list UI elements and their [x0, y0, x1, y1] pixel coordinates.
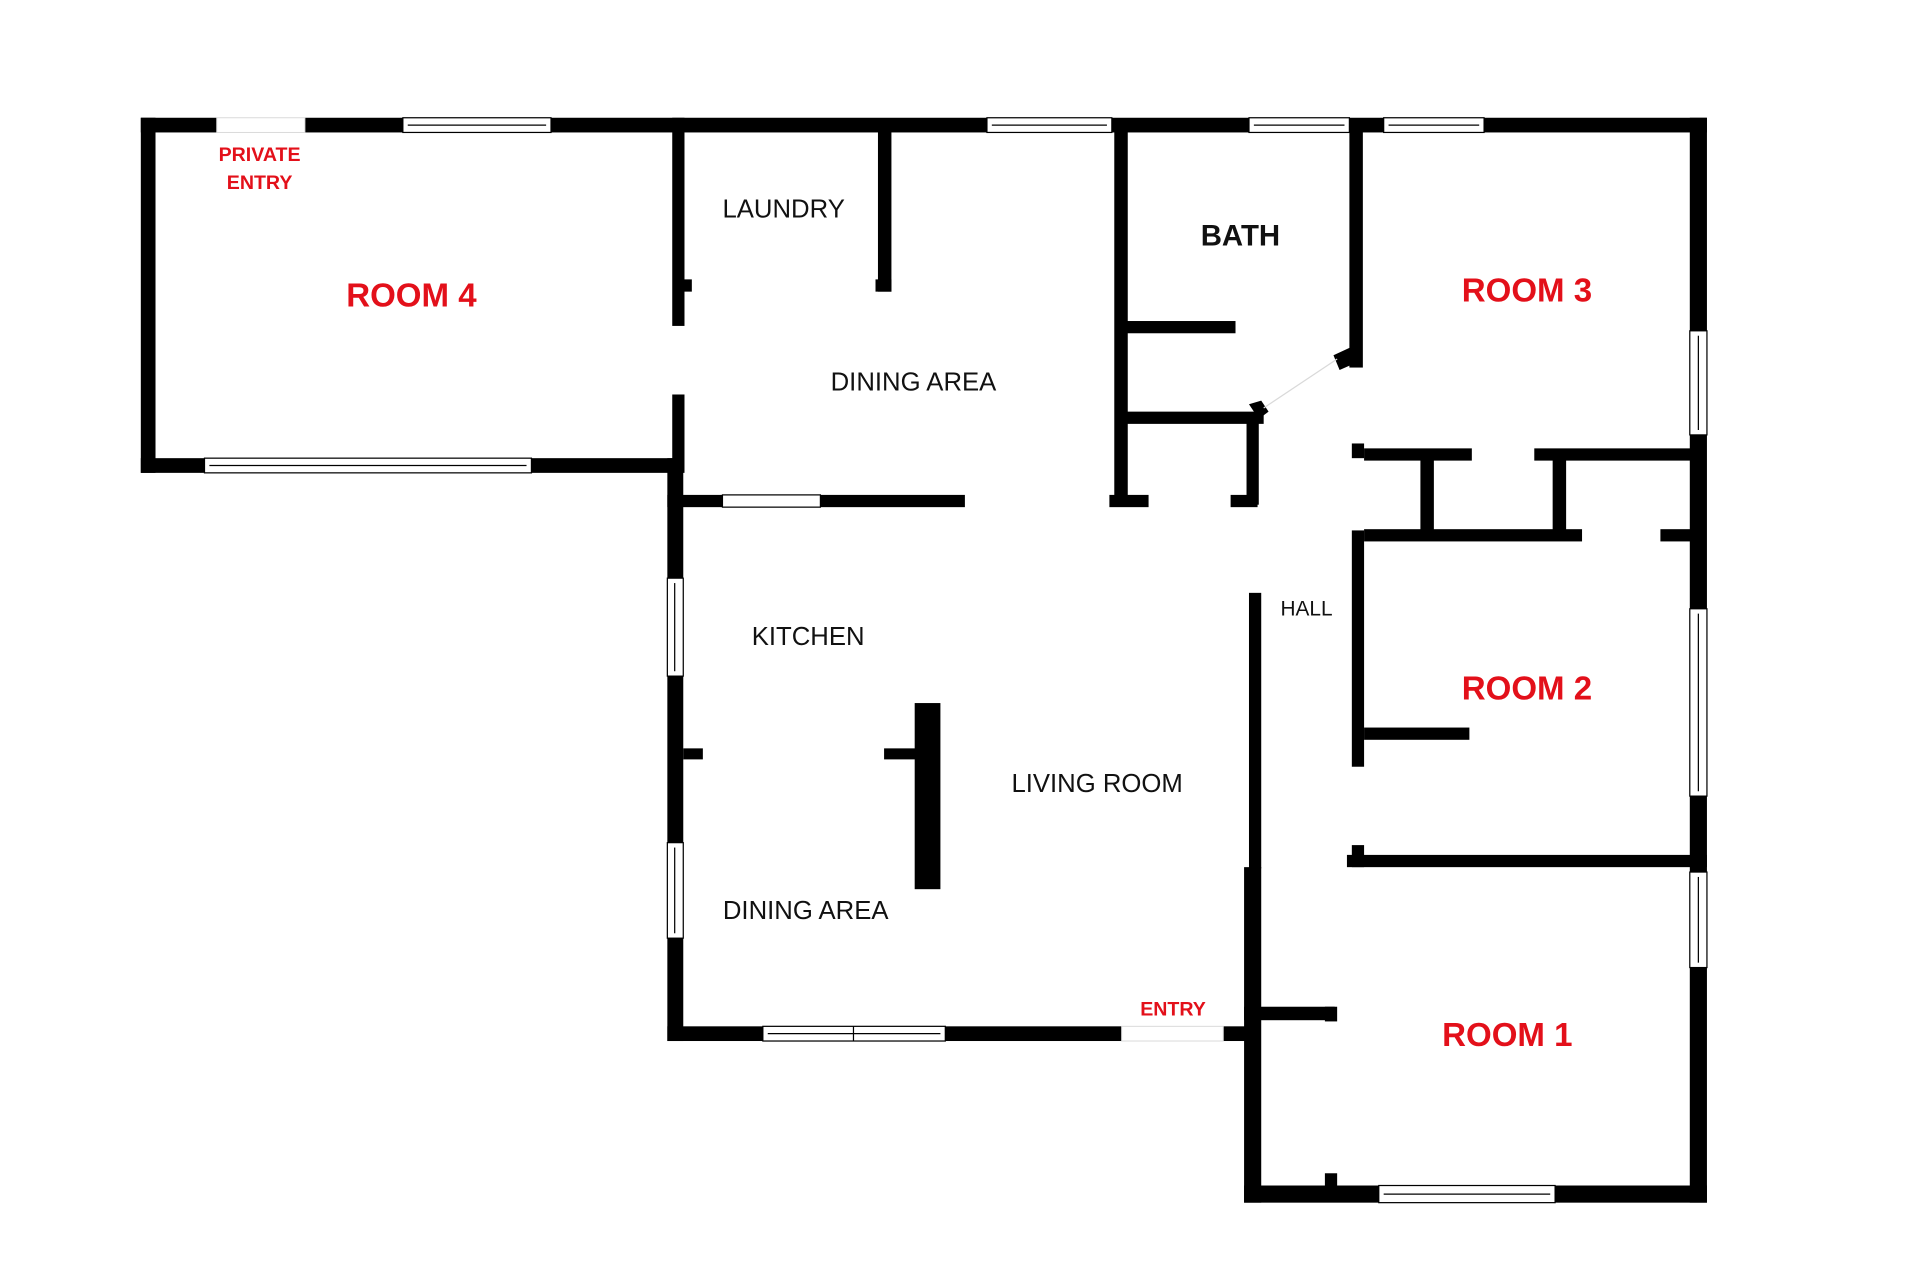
main-entry-label: ENTRY [1140, 999, 1206, 1021]
room-3-label: ROOM 3 [1462, 273, 1592, 310]
bath-label: BATH [1201, 220, 1280, 253]
walls [140, 117, 1707, 1203]
private-entry-label: PRIVATE [219, 144, 301, 166]
window-kitchen-left [666, 577, 684, 677]
window-room1-right [1689, 871, 1708, 969]
private-entry-label-2: ENTRY [227, 172, 293, 194]
window-room4-top [402, 117, 552, 134]
window-kitchen-top [721, 494, 822, 508]
window-dining-top [986, 117, 1113, 134]
labels: PRIVATE ENTRY ROOM 4 LAUNDRY DINING AREA… [219, 144, 1593, 1054]
room-1-label: ROOM 1 [1442, 1017, 1572, 1054]
living-room-label: LIVING ROOM [1011, 770, 1182, 798]
window-room4-bottom [203, 457, 533, 474]
laundry-label: LAUNDRY [722, 196, 844, 224]
dining-area-upper-label: DINING AREA [831, 368, 998, 396]
window-room1-bottom [1378, 1184, 1556, 1204]
private-entry-door [216, 117, 306, 133]
window-room3-right [1689, 330, 1708, 436]
window-room2-right [1689, 608, 1708, 797]
room-2-label: ROOM 2 [1462, 671, 1592, 708]
door-openings [216, 117, 1338, 1042]
dining-area-lower-label: DINING AREA [723, 897, 890, 925]
window-dining-bottom [762, 1025, 946, 1042]
kitchen-label: KITCHEN [752, 623, 865, 651]
room-4-label: ROOM 4 [346, 277, 477, 314]
windows [203, 117, 1708, 1204]
hall-label: HALL [1281, 598, 1333, 621]
main-entry-door [1121, 1025, 1224, 1042]
window-room3-top [1383, 117, 1485, 134]
window-dining-left [666, 842, 684, 939]
window-bath-top [1248, 117, 1350, 134]
